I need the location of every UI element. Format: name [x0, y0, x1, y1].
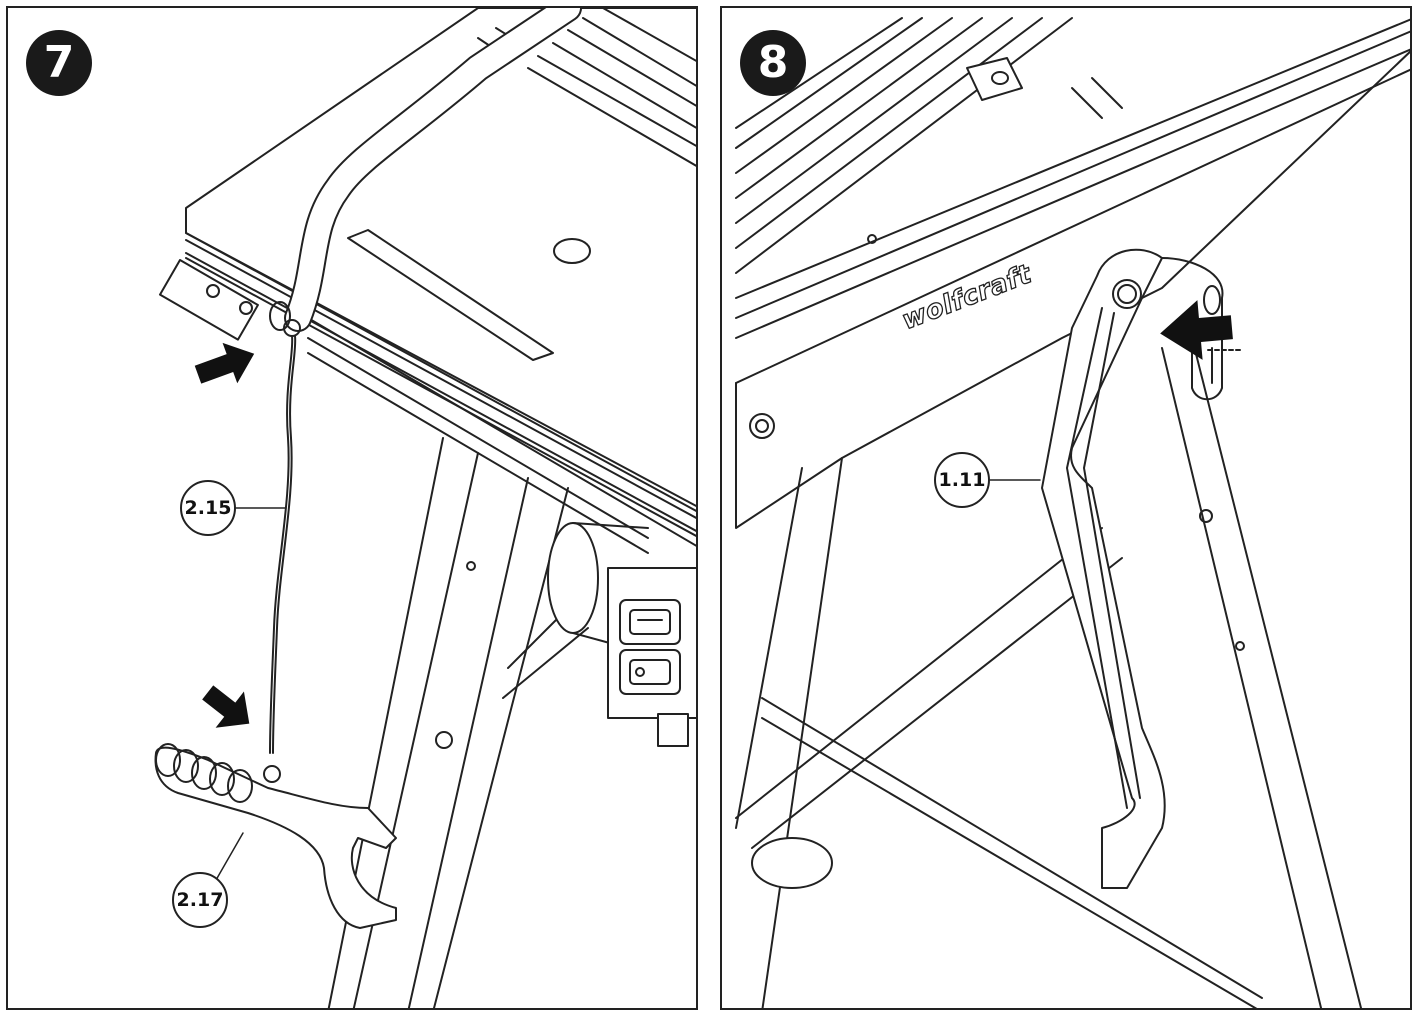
step-8-panel: 8 wolfcraft 1.11	[720, 6, 1412, 1010]
saw-apron	[735, 50, 1410, 529]
leg-lock-lever	[1041, 248, 1224, 889]
saw-legs	[735, 337, 1363, 1008]
arrow-icon	[202, 685, 250, 728]
step-7-panel: 7 2.15 2.17	[6, 6, 698, 1010]
step-8-illustration	[735, 17, 1410, 1008]
saw-table-top	[735, 17, 1410, 384]
arrow-icon	[194, 342, 255, 384]
push-stick	[154, 743, 397, 929]
saw-table-top	[185, 8, 696, 554]
part-callout-cord: 2.15	[180, 480, 236, 536]
step-number-badge: 7	[26, 30, 92, 96]
power-switch	[619, 599, 689, 747]
carry-handle	[284, 8, 582, 332]
safety-cord	[263, 319, 301, 783]
step-7-illustration	[154, 8, 696, 1008]
arrow-icon	[1160, 300, 1243, 360]
step-number-badge: 8	[740, 30, 806, 96]
side-bracket	[159, 259, 291, 341]
part-callout-push-stick: 2.17	[172, 872, 228, 928]
part-callout-lever: 1.11	[934, 452, 990, 508]
